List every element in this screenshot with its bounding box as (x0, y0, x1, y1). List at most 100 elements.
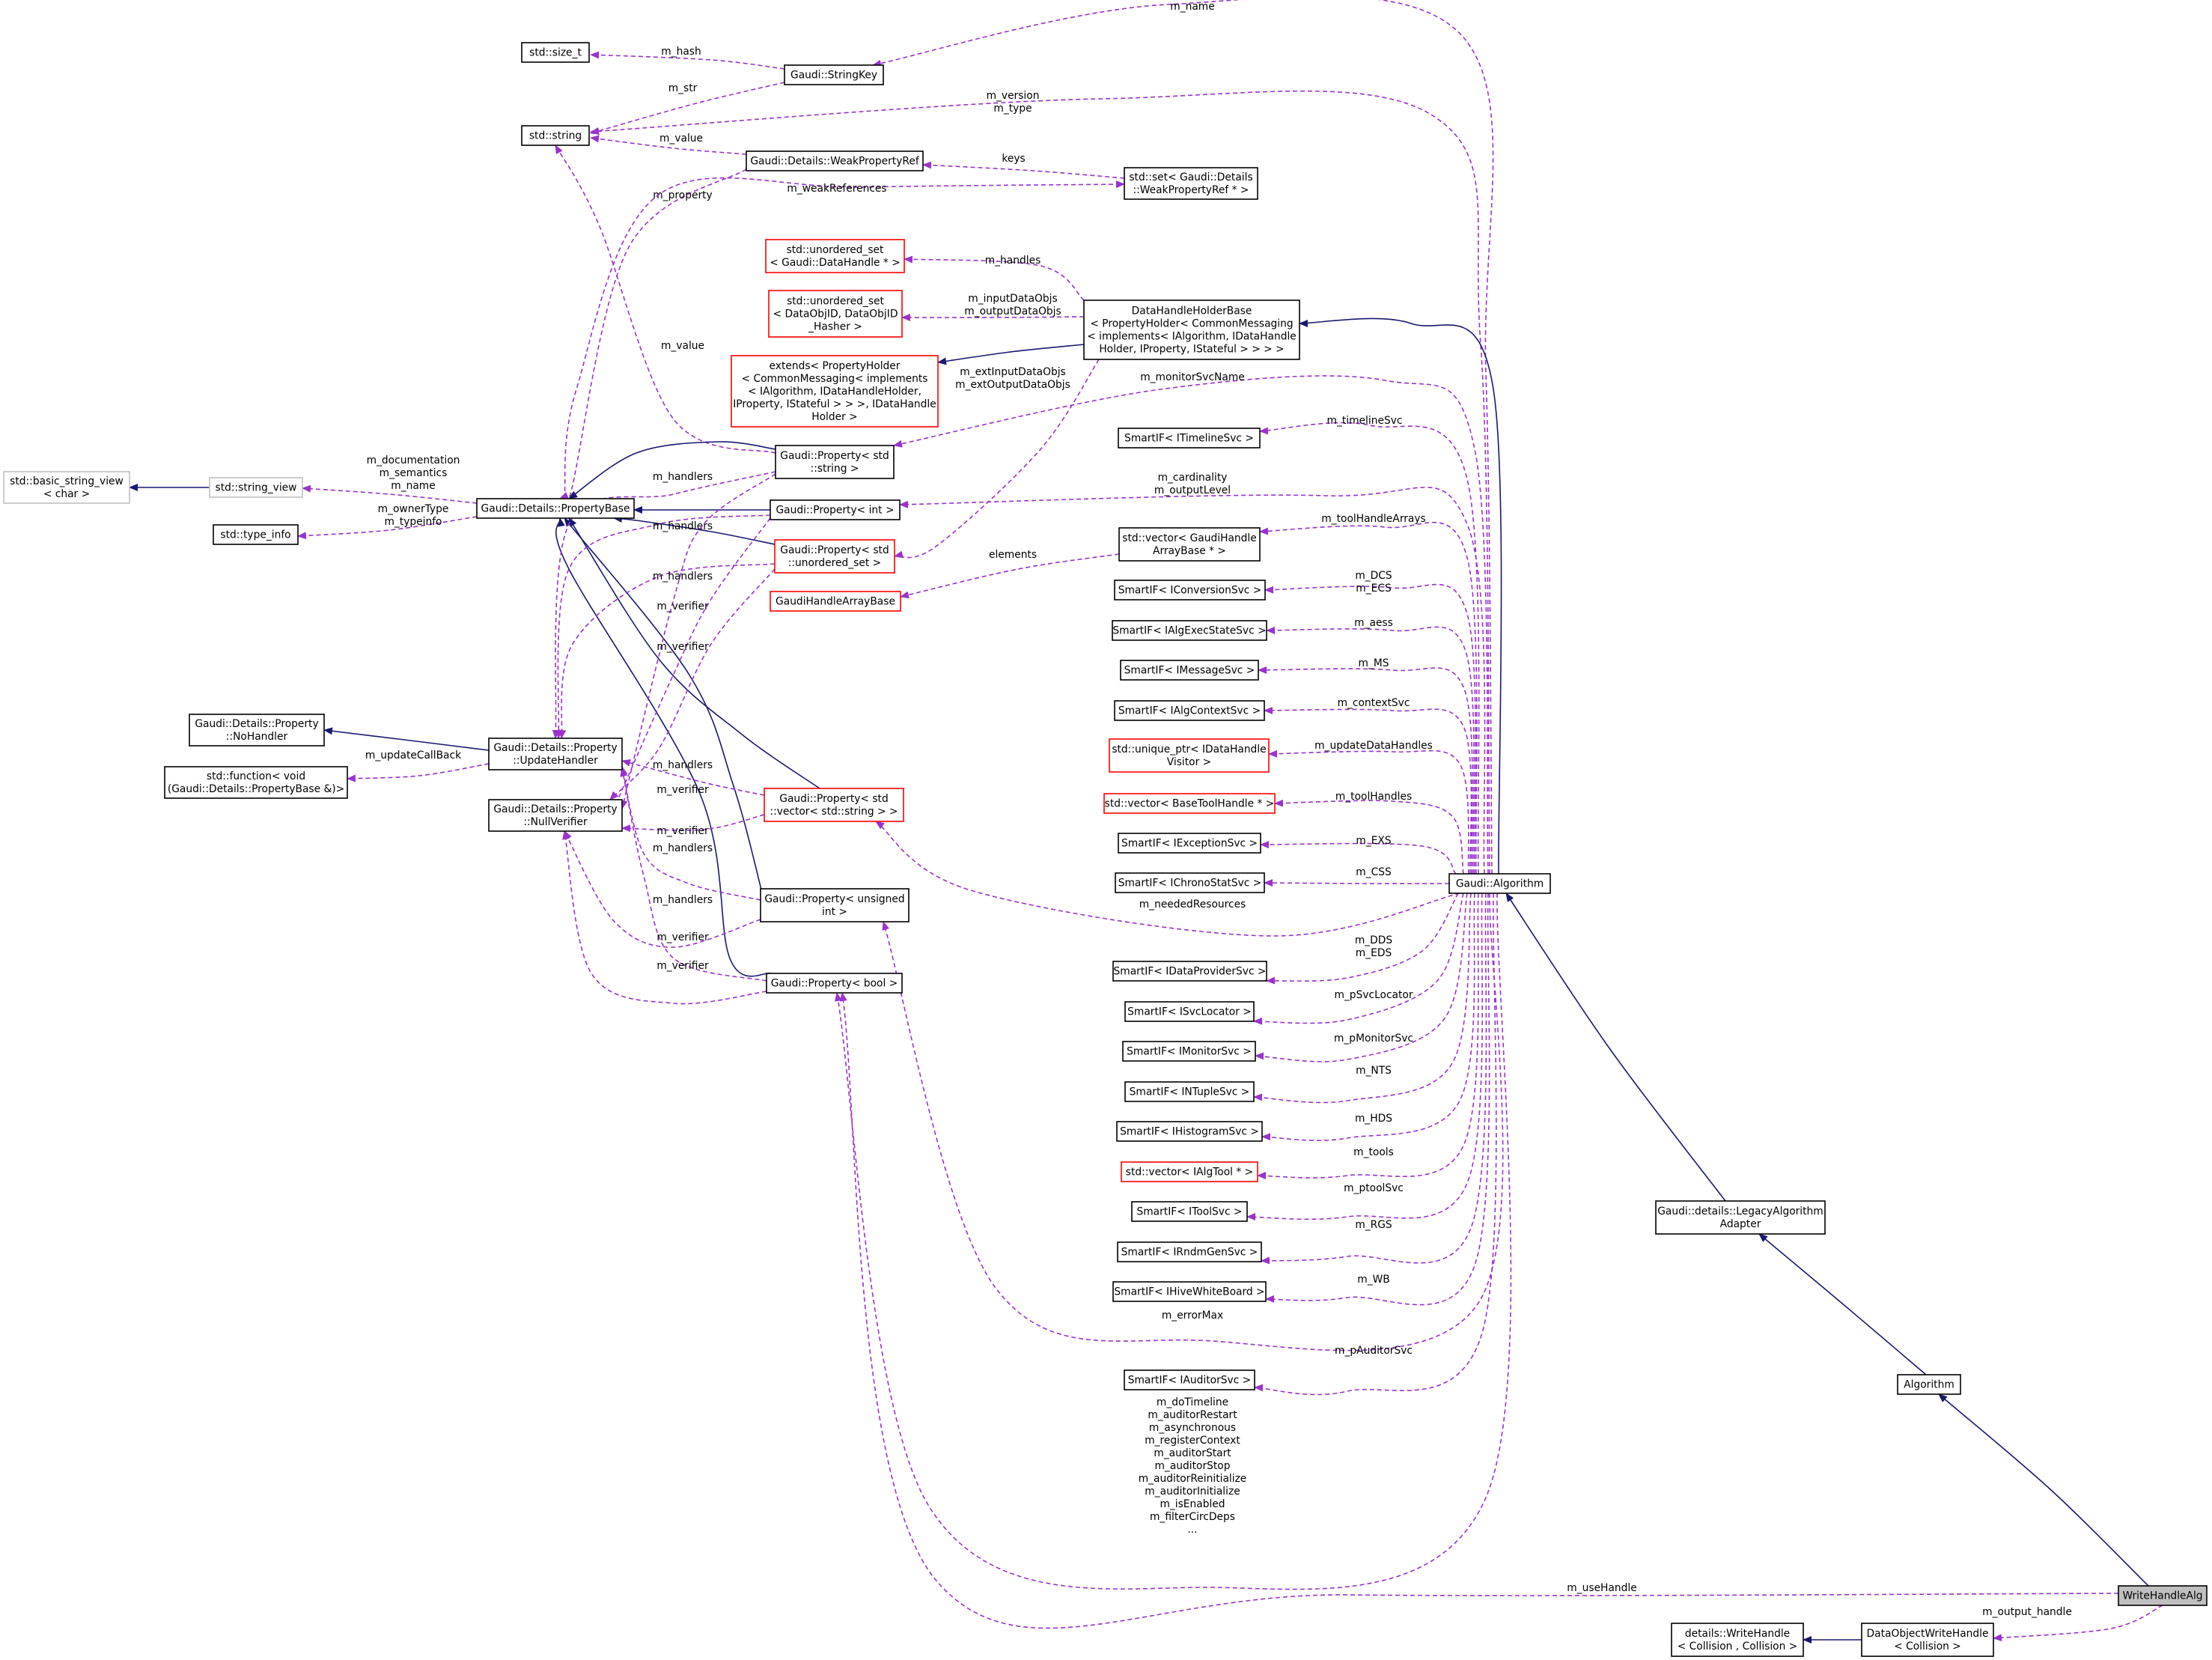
inheritance-edge-gaudi_algorithm-to-datahandleholderbase (1299, 317, 1502, 875)
edge-label: m_handles (985, 255, 1041, 267)
class-node-smartif_intuplesvc[interactable]: SmartIF< INTupleSvc > (1124, 1081, 1255, 1102)
class-node-gaudi_stringkey[interactable]: Gaudi::StringKey (784, 64, 884, 85)
class-node-vector_ialgtool[interactable]: std::vector< IAlgTool * > (1121, 1161, 1258, 1182)
class-node-name-line: Gaudi::details::LegacyAlgorithm (1657, 1206, 1823, 1217)
inheritance-edge-writehandlealg-to-algorithm (1938, 1393, 2149, 1587)
class-node-name-line: < DataObjID, DataObjID (773, 308, 898, 320)
class-node-nohandler[interactable]: Gaudi::Details::Property::NoHandler (189, 714, 325, 747)
usage-edge-weakpropertyref-to-propertybase: m_property (559, 168, 747, 515)
class-node-name: Algorithm (1904, 1379, 1954, 1391)
class-node-box (1115, 872, 1265, 893)
class-node-type_info[interactable]: std::type_info (213, 524, 299, 545)
class-node-smartif_isvclocator[interactable]: SmartIF< ISvcLocator > (1124, 1001, 1255, 1022)
class-node-smartif_ialgcontextsvc[interactable]: SmartIF< IAlgContextSvc > (1114, 700, 1265, 721)
edge-line (882, 893, 1504, 1352)
class-node-box (476, 498, 635, 519)
class-node-weakpropertyref[interactable]: Gaudi::Details::WeakPropertyRef (746, 151, 924, 171)
class-node-std_size_t[interactable]: std::size_t (521, 42, 590, 63)
class-node-name-line: Visitor > (1167, 756, 1211, 768)
class-node-smartif_imonitorsvc[interactable]: SmartIF< IMonitorSvc > (1122, 1041, 1256, 1062)
class-node-property_uset[interactable]: Gaudi::Property< std::unordered_set > (774, 539, 895, 574)
edge-label-line: m_handlers (653, 759, 713, 771)
class-node-smartif_ichronostatsvc[interactable]: SmartIF< IChronoStatSvc > (1115, 872, 1265, 893)
class-node-smartif_irndmgensvc[interactable]: SmartIF< IRndmGenSvc > (1117, 1241, 1262, 1262)
class-node-algorithm[interactable]: Algorithm (1897, 1374, 1961, 1395)
class-node-name: std::size_t (529, 47, 582, 59)
edge-label: m_useHandle (1567, 1582, 1636, 1594)
edge-line (621, 758, 765, 796)
class-node-name: std::string_view (216, 482, 297, 494)
edge-label: m_monitorSvcName (1140, 371, 1245, 383)
class-node-property_vector_string[interactable]: Gaudi::Property< std::vector< std::strin… (764, 788, 904, 822)
class-node-name: Gaudi::Details::Property::NullVerifier (493, 803, 617, 828)
class-node-smartif_imessagesvc[interactable]: SmartIF< IMessageSvc > (1120, 660, 1259, 681)
class-node-property_bool[interactable]: Gaudi::Property< bool > (766, 973, 903, 994)
class-node-dataobjectwritehandle[interactable]: DataObjectWriteHandle< Collision > (1861, 1623, 1994, 1657)
edge-label-line: m_updateDataHandles (1314, 740, 1433, 752)
class-node-name-line: WriteHandleAlg (2122, 1590, 2202, 1602)
class-node-basic_string_view[interactable]: std::basic_string_view< char > (3, 471, 130, 504)
edge-line (564, 830, 761, 948)
class-node-uset_dataobjid[interactable]: std::unordered_set< DataObjID, DataObjID… (768, 290, 903, 338)
class-node-box (1114, 700, 1265, 721)
class-node-smartif_ihistogramsvc[interactable]: SmartIF< IHistogramSvc > (1116, 1121, 1263, 1142)
class-node-set_weakpropertyref[interactable]: std::set< Gaudi::Details::WeakPropertyRe… (1124, 167, 1258, 200)
class-node-smartif_itimelinesvc[interactable]: SmartIF< ITimelineSvc > (1118, 428, 1261, 449)
usage-edge-gaudi_algorithm-to-uniqueptr_idatahandlevisitor: m_updateDataHandles (1268, 740, 1469, 875)
class-node-writehandlealg[interactable]: WriteHandleAlg (2118, 1585, 2208, 1606)
class-node-smartif_iauditorsvc[interactable]: SmartIF< IAuditorSvc > (1124, 1369, 1255, 1390)
class-node-string_view[interactable]: std::string_view (209, 477, 303, 498)
class-node-name-line: Gaudi::Property< std (779, 793, 888, 805)
edge-line (1259, 521, 1478, 875)
class-node-box (1448, 873, 1551, 894)
class-node-name-line: DataHandleHolderBase (1132, 305, 1252, 317)
edge-line (620, 766, 761, 901)
class-node-vector_basetoolhandle[interactable]: std::vector< BaseToolHandle * > (1103, 793, 1276, 814)
edge-label: m_tools (1353, 1146, 1394, 1158)
edge-label-line: m_auditorStart (1154, 1447, 1231, 1459)
class-node-smartif_iexceptionsvc[interactable]: SmartIF< IExceptionSvc > (1118, 833, 1261, 854)
class-node-name-line: std::vector< BaseToolHandle * > (1105, 798, 1275, 810)
edge-line (1938, 1393, 2149, 1587)
class-node-std_string[interactable]: std::string (521, 125, 590, 146)
class-node-box (765, 239, 905, 273)
class-node-smartif_idataprovidersvc[interactable]: SmartIF< IDataProviderSvc > (1112, 961, 1267, 982)
class-node-uset_datahandle[interactable]: std::unordered_set< Gaudi::DataHandle * … (765, 239, 905, 273)
class-node-propertybase[interactable]: Gaudi::Details::PropertyBase (476, 498, 635, 519)
class-node-gaudi_algorithm[interactable]: Gaudi::Algorithm (1448, 873, 1551, 894)
edge-line (347, 763, 490, 782)
class-node-smartif_itoolsvc[interactable]: SmartIF< IToolSvc > (1131, 1201, 1248, 1222)
class-node-updatehandler[interactable]: Gaudi::Details::Property::UpdateHandler (488, 738, 623, 770)
class-node-extends_propertyholder[interactable]: extends< PropertyHolder< CommonMessaging… (731, 355, 939, 428)
class-node-box (766, 973, 903, 994)
class-node-datahandleholderbase[interactable]: DataHandleHolderBase< PropertyHolder< Co… (1083, 300, 1300, 360)
edge-label-line: m_ptoolSvc (1344, 1182, 1404, 1194)
class-node-name-line: SmartIF< IMonitorSvc > (1127, 1046, 1252, 1058)
class-node-box (768, 290, 903, 338)
class-node-gaudihandlearraybase[interactable]: GaudiHandleArrayBase (770, 591, 901, 612)
inheritance-edge-property_uint-to-propertybase (564, 517, 764, 899)
class-node-box (770, 499, 901, 520)
usage-edge-set_weakpropertyref-to-weakpropertyref: keys (922, 153, 1125, 179)
edge-label-line: m_updateCallBack (365, 750, 461, 761)
edge-line (621, 814, 765, 833)
class-node-smartif_ialgexecstatesvc[interactable]: SmartIF< IAlgExecStateSvc > (1112, 620, 1267, 641)
class-node-property_int[interactable]: Gaudi::Property< int > (770, 499, 901, 520)
edge-label-line: m_outputLevel (1154, 484, 1231, 496)
class-node-nullverifier[interactable]: Gaudi::Details::Property::NullVerifier (488, 799, 623, 832)
edge-label: m_contextSvc (1338, 697, 1410, 709)
class-node-name-line: std::type_info (220, 529, 290, 541)
usage-edge-property_uset-to-nullverifier: m_verifier (609, 568, 776, 800)
class-node-property_string[interactable]: Gaudi::Property< std::string > (775, 445, 895, 479)
class-node-smartif_ihivewhiteboard[interactable]: SmartIF< IHiveWhiteBoard > (1112, 1281, 1267, 1302)
class-node-details_writehandle[interactable]: details::WriteHandle< Collision , Collis… (1671, 1623, 1804, 1657)
class-node-smartif_iconversionsvc[interactable]: SmartIF< IConversionSvc > (1114, 580, 1266, 601)
class-node-name-line: std::set< Gaudi::Details (1129, 171, 1252, 183)
class-node-name-line: < implements< IAlgorithm, IDataHandle (1087, 331, 1297, 343)
class-node-std_function[interactable]: std::function< void(Gaudi::Details::Prop… (164, 766, 348, 799)
usage-edge-property_uset-to-updatehandler: m_handlers (558, 563, 776, 739)
